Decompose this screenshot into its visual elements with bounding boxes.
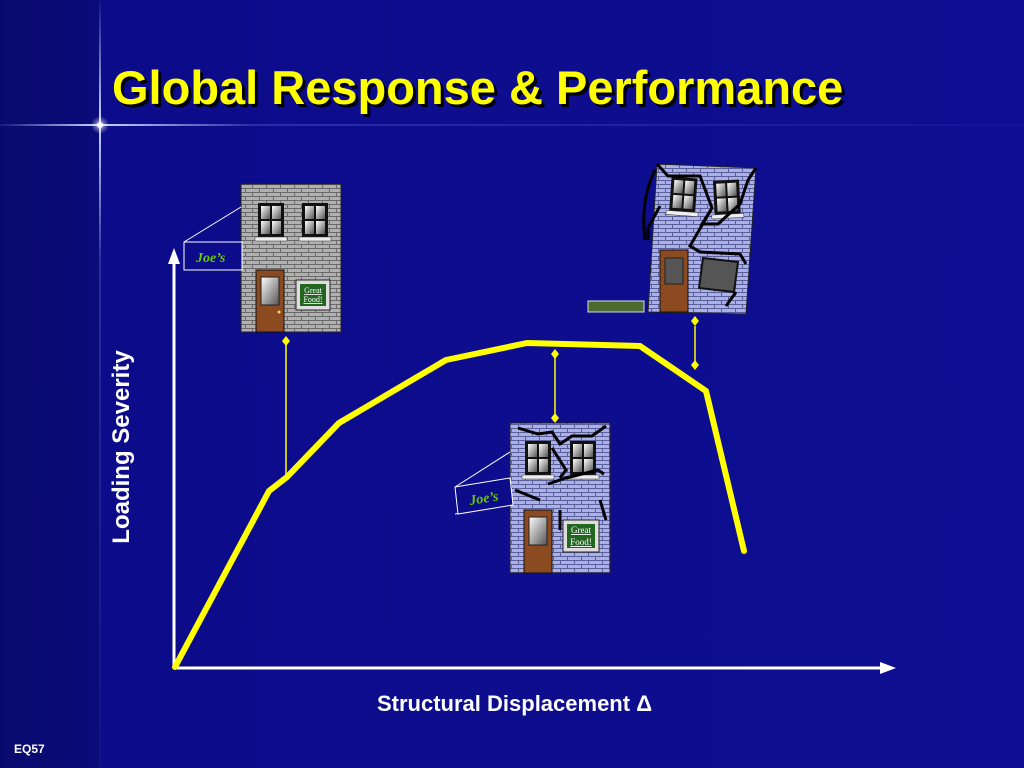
- sign-text: Joe’s: [467, 489, 500, 509]
- window-icon: [298, 202, 332, 242]
- plaque-text-line1: Great: [571, 525, 591, 535]
- leader-line-collapse: [691, 316, 699, 370]
- decorative-sparkle: [90, 115, 110, 135]
- window-icon: [709, 179, 745, 220]
- x-axis-label: Structural Displacement Δ: [377, 691, 652, 716]
- y-axis-label: Loading Severity: [108, 350, 135, 544]
- crack-lines: [642, 162, 758, 307]
- leader-line-undamaged: [282, 336, 290, 478]
- window-icon: [521, 440, 555, 480]
- slide-title: Global Response & Performance: [112, 61, 844, 114]
- leader-line-cracked: [551, 349, 559, 423]
- sign-joes-undamaged: Joe’s: [183, 206, 243, 271]
- crack-lines: [514, 424, 608, 530]
- building-cracked: Great Food!: [509, 422, 611, 574]
- window-icon: [254, 202, 288, 242]
- decorative-vertical-line: [99, 0, 101, 768]
- x-axis: [174, 662, 896, 674]
- response-curve: [172, 340, 747, 670]
- decorative-horizontal-line: [0, 124, 1024, 126]
- sign-text: Joe’s: [195, 251, 226, 266]
- building-undamaged: Great Food!: [240, 183, 342, 333]
- plaque-text-line2: Food!: [570, 537, 592, 547]
- sign-joes-cracked: Joe’s: [454, 451, 514, 515]
- y-axis: [168, 248, 180, 668]
- slide-footer-code: EQ57: [14, 742, 45, 756]
- plaque-text-line1: Great: [304, 286, 323, 295]
- building-collapsing: [587, 162, 758, 315]
- plaque-text-line2: Food!: [303, 295, 322, 304]
